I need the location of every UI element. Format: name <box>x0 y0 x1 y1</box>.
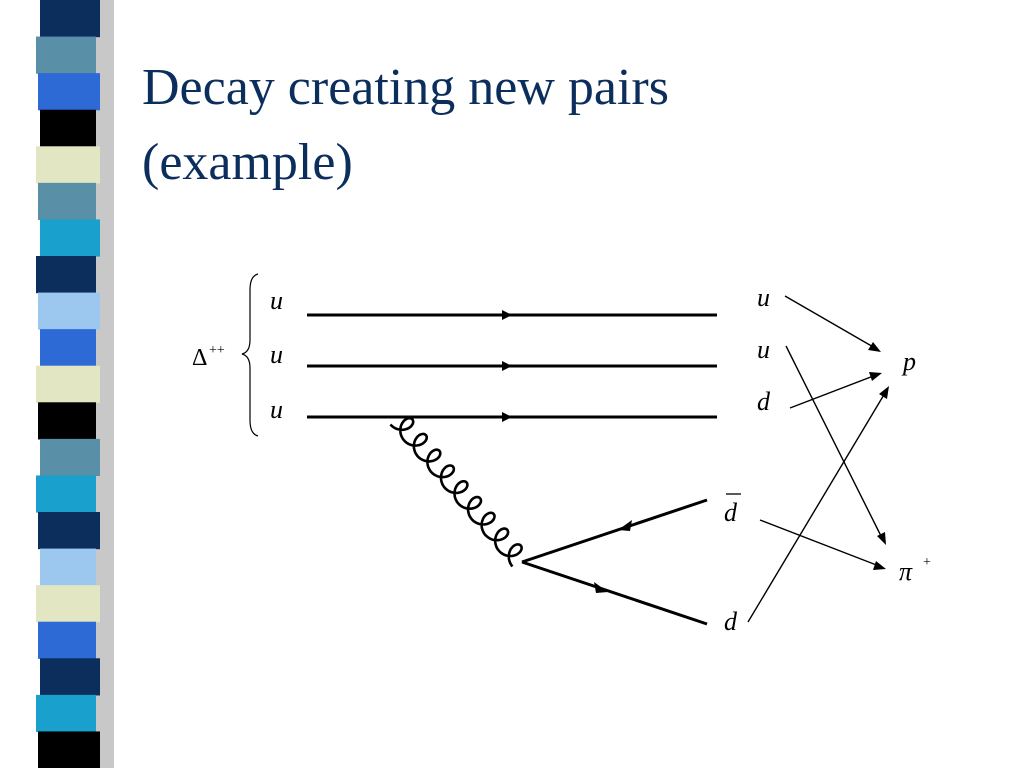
slide-title-line-2: (example) <box>142 134 353 191</box>
stripe-block <box>38 182 96 221</box>
stripe-block <box>40 329 96 367</box>
stripe-block <box>40 548 96 586</box>
new-quark-label: d <box>724 607 738 636</box>
stripe-block <box>36 36 96 74</box>
quark-line-2-arrow <box>502 361 512 371</box>
final-quark-2-label: u <box>757 335 770 364</box>
delta-plus-plus-label: Δ ++ <box>192 343 225 371</box>
pion-symbol: π <box>899 557 913 586</box>
stripe-block <box>36 585 100 623</box>
arrow-u1-to-proton <box>784 295 876 349</box>
pion-label: π + <box>899 555 931 586</box>
quark-line-3-arrow <box>502 412 512 422</box>
stripe-block <box>40 658 100 696</box>
stripe-block <box>40 438 100 477</box>
initial-quark-3-label: u <box>270 395 283 424</box>
stripe-block <box>40 219 100 257</box>
stripe-block <box>38 512 100 550</box>
stripe-block <box>38 621 96 659</box>
initial-quark-1-label: u <box>270 286 283 315</box>
stripe-block <box>38 731 100 768</box>
slide-title: Decay creating new pairs (example) <box>142 50 962 200</box>
new-quark-line <box>521 560 708 626</box>
pion-charge: + <box>923 555 931 570</box>
antiquark-label: d <box>724 498 738 527</box>
quark-line-1-arrow <box>502 310 512 320</box>
final-quark-1-label: u <box>757 283 770 312</box>
arrow-newd-to-proton-head <box>879 386 889 399</box>
antiquark-line-arrow <box>618 520 632 531</box>
stripe-block <box>36 256 96 294</box>
stripe-block <box>36 365 100 403</box>
arrow-dbar-to-pion-head <box>873 561 886 570</box>
slide-title-line-1: Decay creating new pairs <box>142 59 669 116</box>
arrow-d-to-proton-head <box>869 372 882 381</box>
stripe-block <box>38 73 100 111</box>
antiquark-line <box>521 498 708 564</box>
final-quark-3-label: d <box>757 387 771 416</box>
decorative-side-stripe <box>0 0 120 768</box>
arrow-newd-to-proton <box>747 392 886 623</box>
arrow-u1-to-proton-head <box>868 342 881 352</box>
stripe-block <box>40 0 100 38</box>
new-quark-line-arrow <box>594 582 608 593</box>
stripe-block <box>40 109 96 147</box>
arrow-d-to-proton <box>789 374 877 409</box>
initial-state-brace <box>241 273 259 437</box>
stripe-block <box>36 146 100 184</box>
stripe-block <box>38 402 96 440</box>
stripe-block <box>38 292 100 330</box>
initial-quark-2-label: u <box>270 340 283 369</box>
stripe-block <box>36 475 96 513</box>
delta-charge: ++ <box>209 343 225 358</box>
arrow-u2-to-pion-head <box>877 532 886 545</box>
gluon-line <box>389 416 523 568</box>
proton-label: p <box>901 347 916 376</box>
arrow-u2-to-pion <box>785 345 883 539</box>
arrow-dbar-to-pion <box>759 519 880 567</box>
delta-symbol: Δ <box>192 345 207 371</box>
stripe-block <box>36 694 96 733</box>
